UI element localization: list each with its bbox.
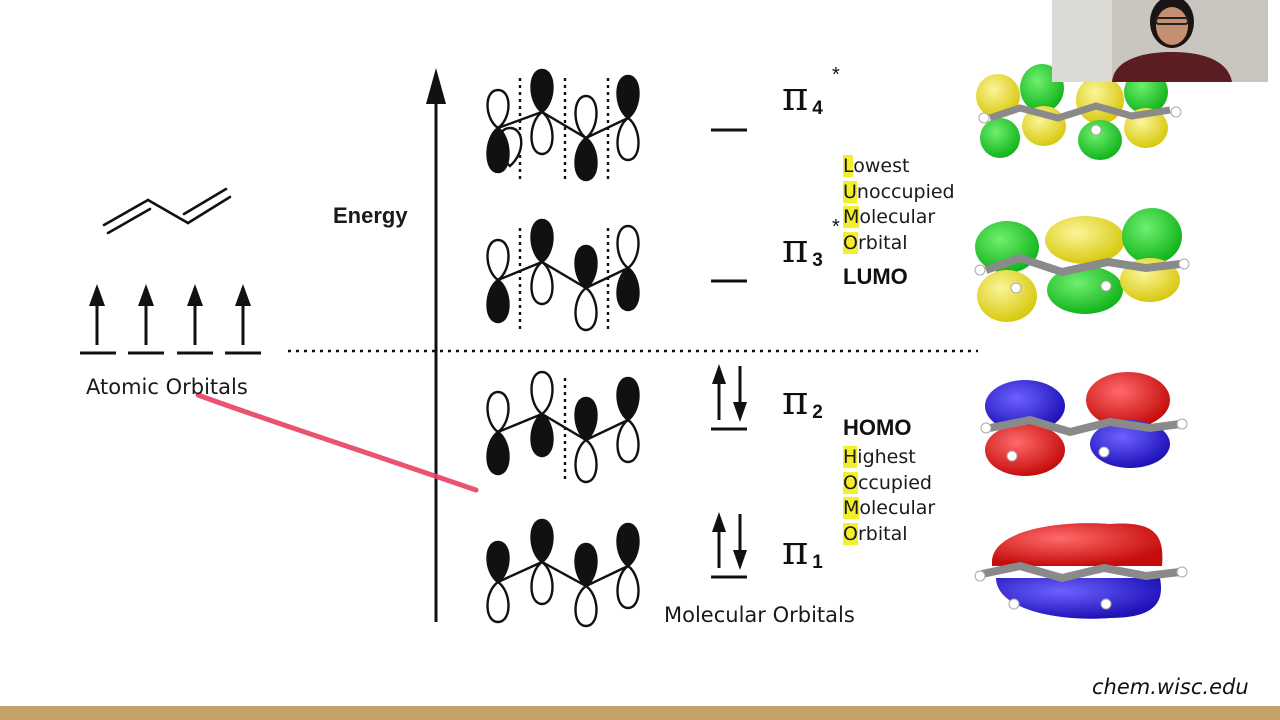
lumo-word-2: Unoccupied	[843, 180, 955, 203]
atomic-orbital-1	[80, 284, 116, 355]
lumo-acronym: Lowest Unoccupied Molecular Orbital	[843, 154, 955, 256]
mo-render-pi2	[980, 372, 1188, 476]
mo-level-pi2	[711, 364, 747, 431]
energy-label: Energy	[333, 203, 408, 228]
pi4-antibonding-star: *	[832, 64, 840, 86]
pi3-antibonding-star: *	[832, 216, 840, 238]
lobe-diagram-pi1	[486, 518, 640, 628]
homo-word-2: Occupied	[843, 471, 932, 494]
lobe-diagram-pi4	[486, 68, 640, 182]
butadiene-structure	[102, 187, 232, 235]
pi4-symbol: π	[782, 74, 809, 120]
site-credit: chem.wisc.edu	[1092, 675, 1249, 699]
pi1-subscript: 1	[812, 552, 823, 573]
pi2-symbol: π	[782, 378, 809, 424]
lobe-diagram-pi3	[486, 218, 640, 332]
mo-render-pi4	[976, 64, 1182, 160]
homo-acronym: Highest Occupied Molecular Orbital	[843, 445, 935, 547]
molecular-orbitals-label: Molecular Orbitals	[664, 603, 855, 627]
mo-level-pi1	[711, 512, 747, 579]
lobe-diagram-pi2	[486, 370, 640, 484]
pointer-stroke	[195, 392, 479, 493]
footer-bar	[0, 706, 1280, 720]
pi1-symbol: π	[782, 528, 809, 574]
pi3-symbol: π	[782, 226, 809, 272]
atomic-orbital-2	[128, 284, 164, 355]
pi4-subscript: 4	[812, 98, 823, 119]
presenter-webcam	[1052, 0, 1268, 82]
homo-word-4: Orbital	[843, 522, 908, 545]
homo-word-1: Highest	[843, 446, 916, 468]
lumo-word-3: Molecular	[843, 206, 936, 228]
lumo-word-1: Lowest	[843, 155, 910, 177]
presenter-silhouette	[1052, 0, 1268, 82]
homo-label: HOMO	[843, 415, 912, 440]
atomic-orbitals-label: Atomic Orbitals	[86, 375, 248, 399]
atomic-orbital-levels	[80, 284, 261, 355]
homo-word-3: Molecular	[843, 497, 936, 519]
lumo-word-4: Orbital	[843, 231, 908, 254]
mo-levels	[711, 128, 747, 579]
atomic-orbital-4	[225, 284, 261, 355]
atomic-orbital-3	[177, 284, 213, 355]
pi2-subscript: 2	[812, 402, 823, 423]
lumo-label: LUMO	[843, 264, 908, 289]
mo-render-pi3	[974, 208, 1190, 322]
mo-render-pi1	[974, 523, 1188, 619]
energy-axis	[426, 68, 446, 622]
pi3-subscript: 3	[812, 250, 823, 271]
